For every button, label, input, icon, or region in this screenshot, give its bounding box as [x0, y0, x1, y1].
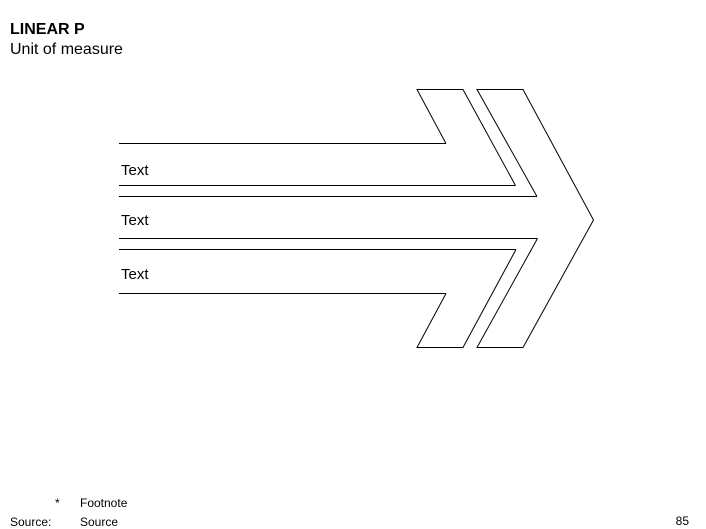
lane-2-label: Text	[121, 212, 149, 229]
footnote-text: Footnote	[80, 496, 128, 510]
unit-of-measure-label: Unit of measure	[10, 41, 123, 58]
source-label: Source:	[10, 515, 52, 529]
slide-title: LINEAR P	[10, 21, 85, 38]
lane-3-label: Text	[121, 265, 149, 283]
page-number: 85	[675, 514, 689, 528]
outer-chevron-arrowhead	[476, 89, 595, 348]
lane-1-label: Text	[121, 161, 149, 179]
inner-chevron-lower-segment	[416, 249, 517, 348]
inner-chevron-upper-segment	[416, 89, 516, 186]
source-text: Source	[80, 515, 119, 529]
footnote-marker: *	[55, 496, 60, 510]
